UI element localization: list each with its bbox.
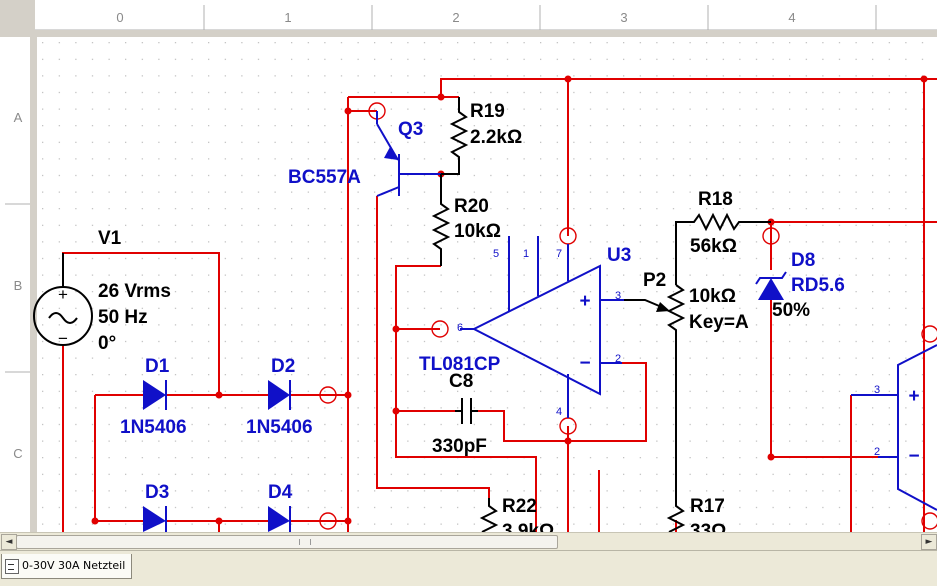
r22-ref-label: R22	[502, 496, 537, 517]
v1-frequency-label: 50 Hz	[98, 307, 148, 328]
potentiometer-p2[interactable]	[624, 284, 686, 500]
sheet-tab-bar: 0-30V 30A Netzteil	[0, 550, 937, 586]
scroll-right-button[interactable]: ►	[921, 534, 937, 550]
schematic-canvas[interactable]: 0 1 2 3 4 A B C	[0, 0, 937, 532]
left-ruler: A B C	[0, 30, 937, 532]
u3-pin6: 6	[457, 322, 463, 334]
r19-value-label: 2.2kΩ	[470, 127, 522, 148]
canvas-grid	[37, 37, 937, 532]
schematic-file-icon	[5, 559, 19, 574]
r20-ref-label: R20	[454, 196, 489, 217]
r22-value-label: 3.9kΩ	[502, 521, 554, 532]
zener-diode-d8[interactable]	[755, 271, 787, 300]
diode-d4[interactable]	[268, 506, 291, 532]
scroll-left-button[interactable]: ◄	[1, 534, 17, 550]
ruler-col-0: 0	[116, 10, 123, 25]
capacitor-c8[interactable]	[455, 398, 478, 424]
junctions	[91, 75, 928, 525]
d4-ref-label: D4	[268, 482, 293, 503]
arrow-left-icon: ◄	[5, 537, 13, 547]
resistor-r20[interactable]	[431, 174, 451, 266]
scroll-thumb[interactable]	[16, 535, 558, 549]
ruler-row-b: B	[14, 278, 23, 293]
diode-d2[interactable]	[268, 380, 291, 410]
r19-ref-label: R19	[470, 101, 505, 122]
diode-d3[interactable]	[143, 506, 167, 532]
ruler-col-4: 4	[788, 10, 795, 25]
u4-pin3: 3	[874, 384, 880, 396]
u3-pin7: 7	[556, 248, 562, 260]
u3-pin1: 1	[523, 248, 529, 260]
p2-ref-label: P2	[643, 270, 666, 291]
top-ruler: 0 1 2 3 4	[0, 0, 937, 35]
p2-key-label: Key=A	[689, 312, 749, 333]
ruler-row-c: C	[13, 446, 22, 461]
v1-voltage-label: 26 Vrms	[98, 281, 171, 302]
transistor-q3[interactable]	[376, 111, 441, 197]
u3-ref-label: U3	[607, 245, 631, 266]
opamp-u4-partial[interactable]: 3 2 + −	[851, 344, 937, 511]
r17-ref-label: R17	[690, 496, 725, 517]
v1-phase-label: 0°	[98, 333, 116, 354]
c8-value-label: 330pF	[432, 436, 487, 457]
r18-value-label: 56kΩ	[690, 236, 737, 257]
v1-ref-label: V1	[98, 228, 122, 249]
v1-ac-source[interactable]: + −	[33, 253, 93, 348]
r18-ref-label: R18	[698, 189, 733, 210]
u3-pin3: 3	[615, 290, 621, 302]
u3-pin4: 4	[556, 406, 562, 418]
arrow-right-icon: ►	[925, 537, 933, 547]
u3-pin5: 5	[493, 248, 499, 260]
q3-model-label: BC557A	[288, 167, 361, 188]
u4-plus-sign: +	[908, 386, 919, 407]
opamp-u3[interactable]: 5 1 7 6 3 2 4 + −	[457, 236, 624, 418]
d1-model-label: 1N5406	[120, 417, 187, 438]
d3-ref-label: D3	[145, 482, 169, 503]
probe-markers[interactable]	[319, 102, 937, 530]
r17-value-label: 33Ω	[690, 521, 726, 532]
scroll-grip-icon	[299, 539, 311, 545]
ruler-col-2: 2	[452, 10, 459, 25]
u3-pin2: 2	[615, 353, 621, 365]
tab-label: 0-30V 30A Netzteil	[22, 559, 126, 572]
r20-value-label: 10kΩ	[454, 221, 501, 242]
q3-ref-label: Q3	[398, 119, 423, 140]
c8-ref-label: C8	[449, 371, 473, 392]
resistor-r17[interactable]	[666, 500, 686, 532]
d2-model-label: 1N5406	[246, 417, 313, 438]
d1-ref-label: D1	[145, 356, 170, 377]
resistor-r22[interactable]	[479, 498, 499, 532]
ruler-col-1: 1	[284, 10, 291, 25]
p2-value-label: 10kΩ	[689, 286, 736, 307]
p2-setting-label: 50%	[772, 300, 810, 321]
d8-ref-label: D8	[791, 250, 815, 271]
d2-ref-label: D2	[271, 356, 295, 377]
u4-minus-sign: −	[908, 446, 919, 467]
tab-0-30v-30a-netzteil[interactable]: 0-30V 30A Netzteil	[1, 554, 133, 579]
resistor-r19[interactable]	[441, 97, 469, 175]
u3-model-label: TL081CP	[419, 354, 501, 375]
diode-d1[interactable]	[143, 380, 167, 410]
ruler-col-3: 3	[620, 10, 627, 25]
d8-model-label: RD5.6	[791, 275, 845, 296]
ruler-row-a: A	[14, 110, 23, 125]
v1-minus-sign: −	[58, 329, 68, 348]
resistor-r18[interactable]	[675, 212, 771, 285]
v1-plus-sign: +	[58, 285, 68, 304]
u3-minus-sign: −	[579, 353, 590, 374]
horizontal-scrollbar[interactable]: ◄ ►	[0, 532, 937, 550]
u4-pin2: 2	[874, 446, 880, 458]
u3-plus-sign: +	[579, 291, 590, 312]
